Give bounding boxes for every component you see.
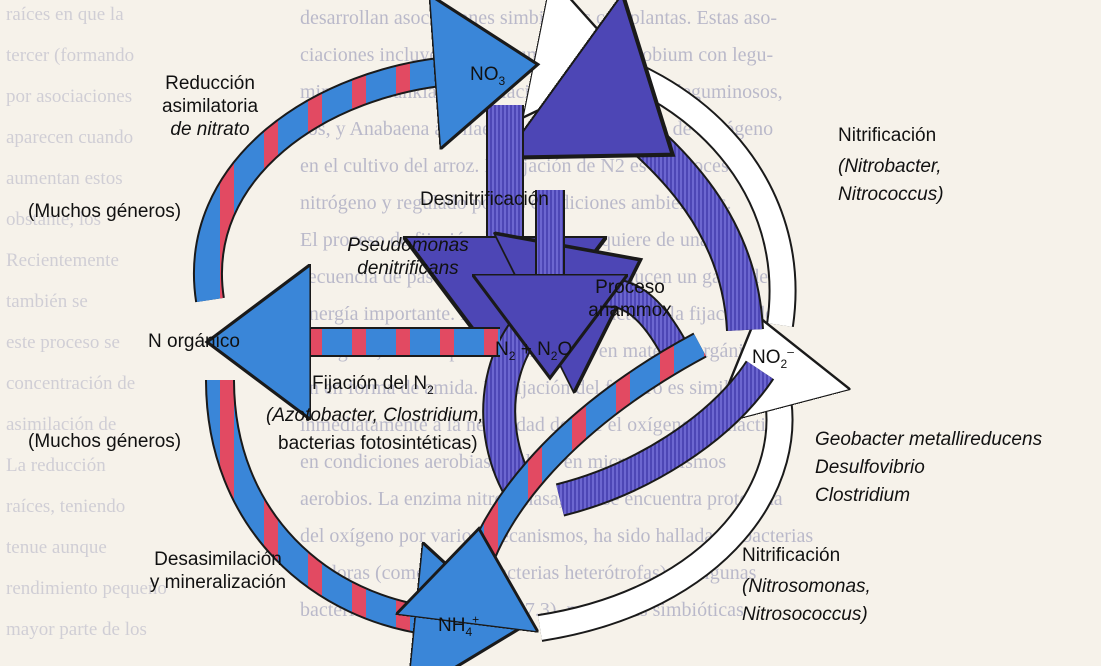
plus-n: + N [515, 339, 550, 360]
desasimilacion-line-1: Desasimilación [148, 548, 288, 571]
no2-sup: – [787, 345, 794, 359]
no3-base: NO [470, 64, 499, 85]
label-nitrificacion-bottom: Nitrificación [742, 544, 840, 567]
fijacion-prefix: Fijación del N [312, 373, 427, 394]
nh4-sup: + [472, 613, 479, 627]
label-desnitrificacion: Desnitrificación [420, 188, 549, 211]
label-n-organico: N orgánico [148, 330, 240, 353]
n2o-tail: O [557, 339, 572, 360]
fijacion-sub: 2 [427, 383, 434, 397]
label-muchos-generos-bottom: (Muchos géneros) [28, 430, 181, 453]
label-nitrificacion-top: Nitrificación [838, 124, 936, 147]
label-desulfovibrio: Desulfovibrio [815, 456, 925, 479]
reduccion-line-1: Reducción [150, 72, 270, 95]
species-nh4: NH4+ [438, 614, 479, 637]
species-no2: NO2– [752, 346, 794, 369]
desasimilacion-line-2: y mineralización [148, 571, 288, 594]
label-nitrosomonas: (Nitrosomonas, [742, 575, 871, 598]
label-muchos-generos-top: (Muchos géneros) [28, 200, 181, 223]
label-bacterias-fotosinteticas: bacterias fotosintéticas) [278, 432, 478, 455]
no3-sub: 3 [499, 74, 506, 88]
label-geobacter: Geobacter metallireducens [815, 428, 1042, 451]
label-nitrobacter: (Nitrobacter, [838, 155, 941, 178]
species-no3: NO3 [470, 63, 505, 86]
nh4-base: NH [438, 615, 465, 636]
label-nitrococcus: Nitrococcus) [838, 183, 944, 206]
label-reduccion-asimilatoria: Reducción asimilatoria de nitrato [150, 72, 270, 141]
proceso-line-1: Proceso [575, 276, 685, 299]
pseudomonas-line-2: denitrificans [338, 257, 478, 280]
label-proceso-anammox: Proceso anammox [575, 276, 685, 322]
assimilation-cycle-arrows [208, 70, 700, 622]
reduccion-line-3: de nitrato [150, 118, 270, 141]
label-clostridium: Clostridium [815, 484, 910, 507]
no2-base: NO [752, 347, 781, 368]
proceso-line-2: anammox [575, 299, 685, 322]
pseudomonas-line-1: Pseudomonas [338, 234, 478, 257]
reduccion-line-2: asimilatoria [150, 95, 270, 118]
species-n2-n2o: N2 + N2O [495, 338, 572, 361]
label-azotobacter: (Azotobacter, Clostridium, [266, 404, 484, 427]
n2-base: N [495, 339, 509, 360]
label-desasimilacion: Desasimilación y mineralización [148, 548, 288, 594]
label-fijacion: Fijación del N2 [312, 372, 434, 395]
label-pseudomonas: Pseudomonas denitrificans [338, 234, 478, 280]
label-nitrosococcus: Nitrosococcus) [742, 603, 868, 626]
